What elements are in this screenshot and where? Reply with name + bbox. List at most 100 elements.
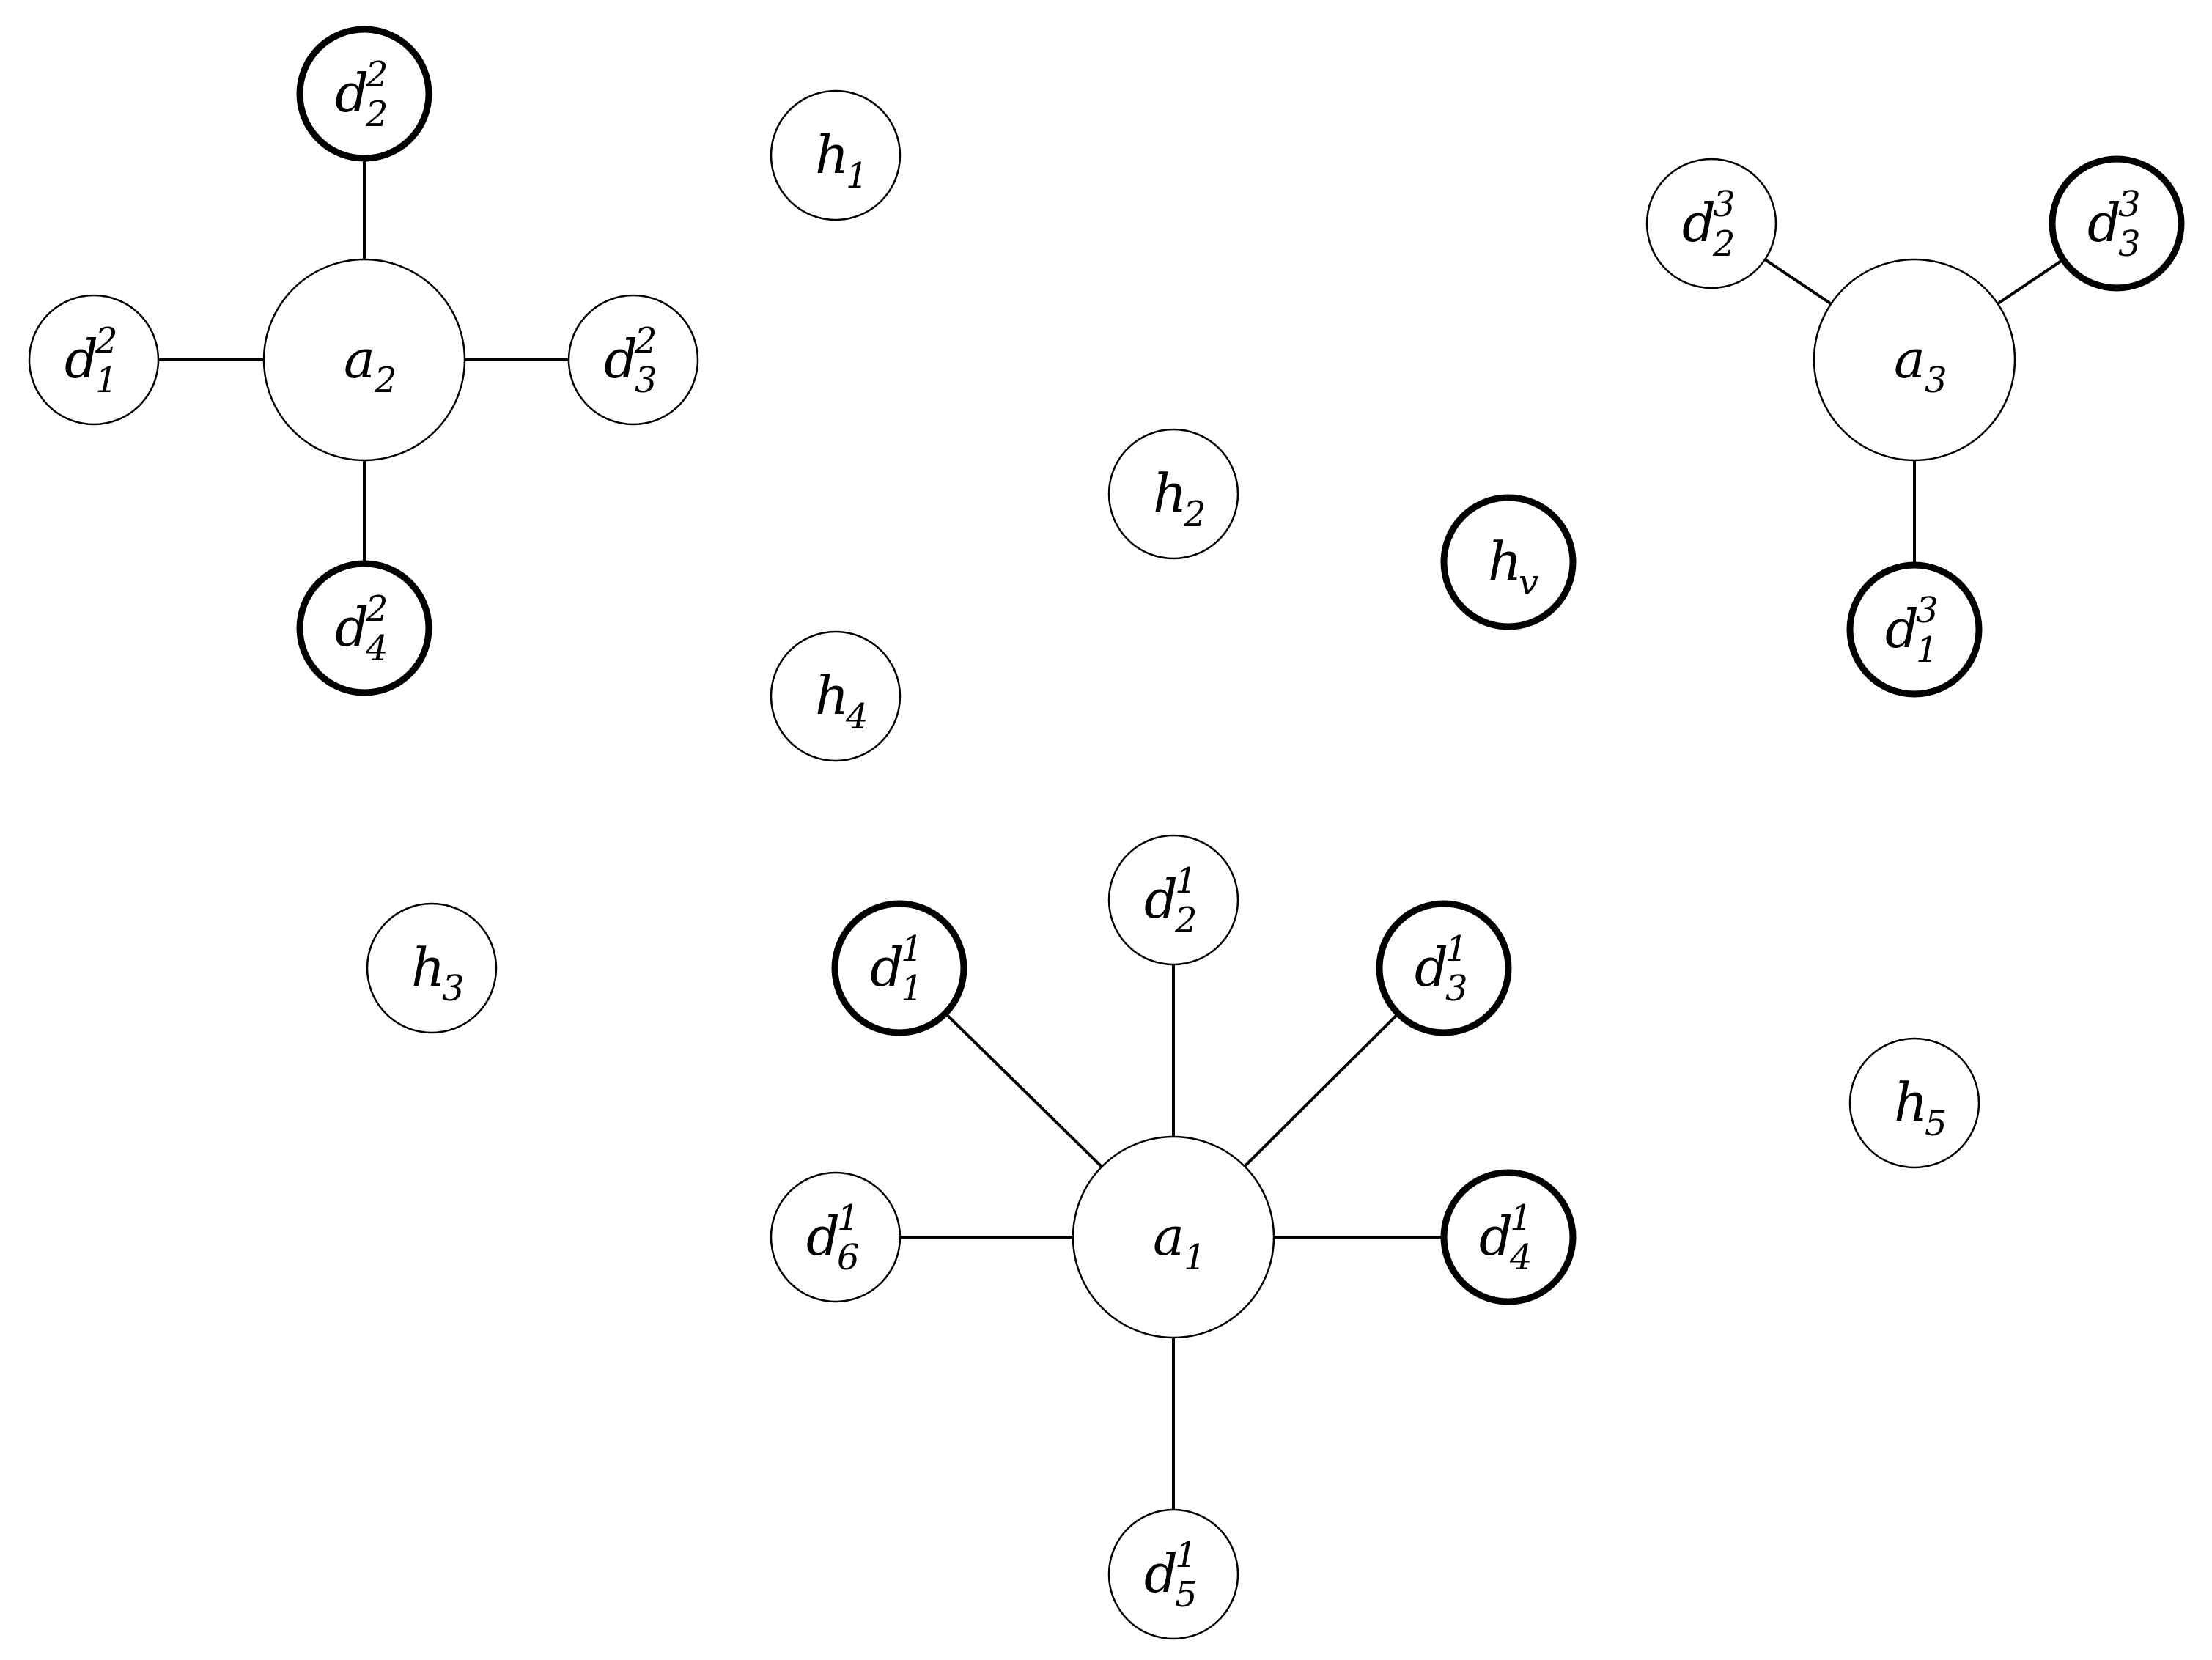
node-label-subscript: 3 xyxy=(442,968,465,1009)
node-d1_2: d12 xyxy=(1107,834,1239,966)
node-label-base: a xyxy=(1894,328,1925,390)
node-circle xyxy=(1645,158,1777,289)
node-h4: h4 xyxy=(770,630,902,762)
node-label-subscript: 5 xyxy=(1175,1574,1198,1615)
node-circle xyxy=(1813,258,2016,462)
node-label-subscript: 5 xyxy=(1925,1103,1947,1144)
node-circle xyxy=(567,294,699,426)
edge-a3-d3_3 xyxy=(1997,258,2065,306)
node-circle xyxy=(1440,1169,1577,1305)
node-circle xyxy=(296,560,432,696)
node-label-subscript: 4 xyxy=(845,696,869,737)
node-label-subscript: 2 xyxy=(374,360,397,401)
node-label-base: h xyxy=(1488,531,1522,592)
node-label-superscript: 2 xyxy=(95,320,118,361)
node-h1: h1 xyxy=(770,89,902,221)
node-label-base: d xyxy=(335,597,369,658)
node-label-base: h xyxy=(411,937,445,998)
node-label-base: h xyxy=(1894,1071,1928,1133)
node-label-superscript: 1 xyxy=(1175,1535,1198,1576)
node-label-superscript: 3 xyxy=(1713,184,1736,225)
node-d2_2: d22 xyxy=(296,26,432,162)
node-d2_4: d24 xyxy=(296,560,432,696)
node-h2: h2 xyxy=(1107,428,1239,560)
node-label-base: d xyxy=(1144,868,1178,930)
node-label-subscript: 3 xyxy=(1445,968,1468,1009)
node-label-base: h xyxy=(815,124,849,185)
node-label-base: d xyxy=(335,62,369,124)
edges-layer xyxy=(158,158,2065,1510)
node-label-superscript: 1 xyxy=(1510,1198,1533,1239)
node-circle xyxy=(1107,834,1239,966)
node-label-subscript: 3 xyxy=(1925,360,1947,401)
node-label-base: d xyxy=(604,328,638,390)
node-label-base: h xyxy=(815,665,849,726)
node-label-subscript: 3 xyxy=(2118,224,2141,265)
node-h3: h3 xyxy=(366,902,498,1034)
node-label-base: d xyxy=(806,1206,840,1267)
node-circle xyxy=(262,258,466,462)
node-circle xyxy=(1440,494,1577,630)
node-label-superscript: 1 xyxy=(901,929,923,970)
node-label-subscript: 2 xyxy=(1712,224,1736,265)
node-label-superscript: 1 xyxy=(1445,929,1468,970)
node-label-subscript: 2 xyxy=(1174,900,1198,941)
node-label-subscript: 1 xyxy=(846,155,869,196)
node-d3_2: d32 xyxy=(1645,158,1777,289)
node-label-subscript: 1 xyxy=(1184,1237,1206,1278)
node-circle xyxy=(770,1171,902,1303)
node-label-subscript: v xyxy=(1519,562,1538,603)
node-label-subscript: 4 xyxy=(1509,1237,1533,1278)
node-circle xyxy=(1376,900,1512,1036)
node-d1_4: d14 xyxy=(1440,1169,1577,1305)
node-d1_5: d15 xyxy=(1107,1508,1239,1640)
node-circle xyxy=(1072,1135,1275,1339)
node-d3_1: d31 xyxy=(1846,561,1983,698)
node-circle xyxy=(2049,155,2185,292)
node-d1_6: d16 xyxy=(770,1171,902,1303)
node-label-subscript: 1 xyxy=(1916,630,1939,671)
node-label-base: h xyxy=(1153,462,1187,524)
node-label-superscript: 2 xyxy=(634,320,657,361)
node-label-superscript: 1 xyxy=(1175,860,1198,901)
node-label-subscript: 1 xyxy=(901,968,923,1009)
node-circle xyxy=(770,89,902,221)
node-circle xyxy=(366,902,498,1034)
edge-a3-d3_2 xyxy=(1763,258,1832,306)
node-circle xyxy=(831,900,967,1036)
node-label-base: a xyxy=(1153,1206,1184,1267)
node-label-superscript: 2 xyxy=(365,54,388,95)
node-circle xyxy=(28,294,160,426)
node-label-base: d xyxy=(1479,1206,1513,1267)
node-label-superscript: 2 xyxy=(365,589,388,630)
edge-a1-d1_1 xyxy=(944,1012,1103,1168)
node-label-base: d xyxy=(2087,192,2121,254)
node-d2_3: d23 xyxy=(567,294,699,426)
node-label-base: d xyxy=(1144,1543,1178,1604)
node-label-subscript: 3 xyxy=(635,360,657,401)
node-circle xyxy=(770,630,902,762)
node-label-superscript: 3 xyxy=(1916,590,1939,631)
node-d1_3: d13 xyxy=(1376,900,1512,1036)
node-label-superscript: 1 xyxy=(837,1198,860,1239)
node-label-subscript: 2 xyxy=(365,94,388,135)
node-label-base: d xyxy=(64,328,98,390)
node-label-base: d xyxy=(1682,192,1716,254)
node-h5: h5 xyxy=(1848,1037,1980,1169)
node-d2_1: d21 xyxy=(28,294,160,426)
node-label-base: d xyxy=(1885,598,1919,660)
node-hv: hv xyxy=(1440,494,1577,630)
node-label-base: a xyxy=(344,328,375,390)
node-circle xyxy=(296,26,432,162)
edge-a1-d1_3 xyxy=(1243,1012,1400,1167)
node-label-subscript: 4 xyxy=(365,628,388,669)
node-label-subscript: 2 xyxy=(1183,494,1206,535)
node-label-subscript: 6 xyxy=(837,1237,860,1278)
node-label-superscript: 3 xyxy=(2118,184,2141,225)
node-label-base: d xyxy=(870,937,904,998)
